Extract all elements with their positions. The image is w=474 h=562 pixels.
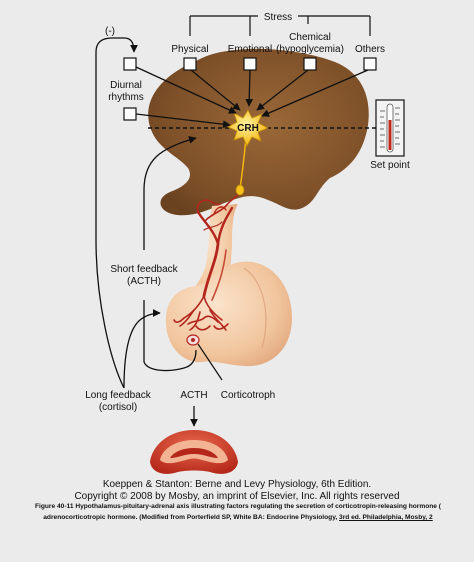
credit-line-2: Copyright © 2008 by Mosby, an imprint of… <box>74 491 400 502</box>
stressor-emotional-box <box>243 57 257 71</box>
caption-line-2-text: adrenocorticotropic hormone. (Modified f… <box>43 514 340 521</box>
stress-arrows <box>135 66 369 129</box>
acth-label: ACTH <box>180 390 207 401</box>
long-feedback-label-line2: (cortisol) <box>99 402 137 413</box>
credit-line-1: Koeppen & Stanton: Berne and Levy Physio… <box>102 479 372 490</box>
corticotroph-label: Corticotroph <box>221 390 275 401</box>
figure-caption-line-2: adrenocorticotropic hormone. (Modified f… <box>4 514 472 521</box>
pituitary-capillaries <box>173 295 229 331</box>
diurnal-rhythms-box <box>123 57 137 71</box>
set-point-thermometer <box>375 99 405 157</box>
stressor-chemical-label: Chemical <box>289 32 331 43</box>
feedback-sign-label: (-) <box>105 26 115 37</box>
stressor-others-box <box>363 57 377 71</box>
stressor-chemical-box <box>303 57 317 71</box>
diurnal-label-line1: Diurnal <box>110 80 142 91</box>
diurnal-rhythms-box-2 <box>123 107 137 121</box>
stressor-physical-label: Physical <box>171 44 208 55</box>
short-feedback-return <box>143 349 197 372</box>
long-feedback-label-line1: Long feedback <box>85 390 152 401</box>
pituitary-gland <box>165 261 292 367</box>
stressor-emotional-label: Emotional <box>228 44 272 55</box>
stressor-physical-box <box>183 57 197 71</box>
stressor-others-label: Others <box>355 44 385 55</box>
portal-capillary-plexus <box>196 193 239 301</box>
stress-title: Stress <box>264 12 292 23</box>
stressor-chemical-sublabel: (hypoglycemia) <box>276 44 344 55</box>
diurnal-label-line2: rhythms <box>108 92 144 103</box>
adrenal-gland <box>150 430 238 474</box>
crh-neuron <box>227 109 269 147</box>
figure-caption-line-1: Figure 40-11 Hypothalamus-pituitary-adre… <box>35 503 441 510</box>
long-feedback-branch <box>123 309 161 389</box>
short-feedback-upper-line <box>143 136 197 250</box>
set-point-label: Set point <box>370 160 410 171</box>
caption-citation-link[interactable]: 3rd ed. Philadelphia, Mosby, 2 <box>339 514 433 521</box>
short-feedback-label-line1: Short feedback <box>110 264 178 275</box>
crh-axon-terminal <box>235 184 245 196</box>
short-feedback-label-line2: (ACTH) <box>127 276 161 287</box>
long-feedback-line <box>95 37 138 389</box>
corticotroph-pointer <box>197 343 223 381</box>
crh-label: CRH <box>237 123 259 134</box>
